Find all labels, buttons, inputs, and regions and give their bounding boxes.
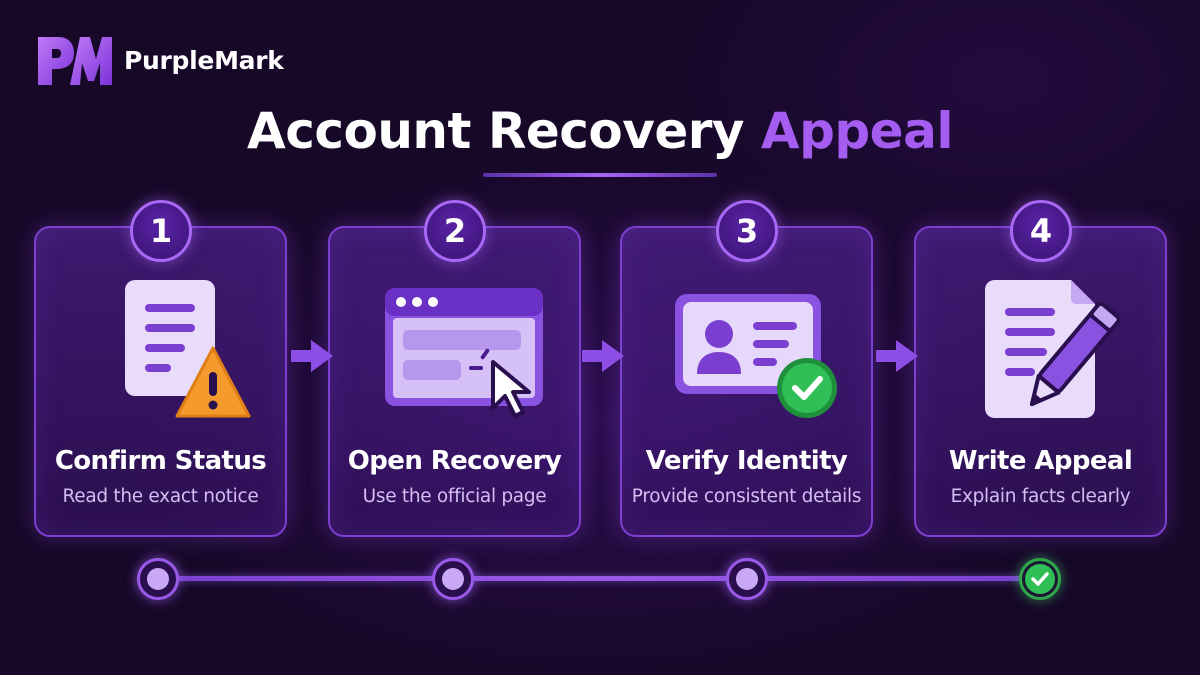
step-card-1: Confirm Status Read the exact notice [34,226,287,537]
step-title: Confirm Status [54,446,267,476]
step-card-3: Verify Identity Provide consistent detai… [620,226,873,537]
step-number-badge: 3 [716,200,778,262]
step-subtitle: Explain facts clearly [950,486,1131,507]
arrow-right-icon [291,340,333,372]
arrow-right-icon [582,340,624,372]
progress-dot-2 [432,558,474,600]
brand-name: PurpleMark [124,45,284,75]
step-number-badge: 4 [1010,200,1072,262]
browser-cursor-icon [384,288,543,418]
step-subtitle: Read the exact notice [62,486,259,507]
page-title: Account Recovery Appeal [0,96,1200,166]
check-icon [1025,564,1055,594]
step-card-2: Open Recovery Use the official page [328,226,581,537]
step-card-4: Write Appeal Explain facts clearly [914,226,1167,537]
arrow-right-icon [876,340,918,372]
step-subtitle: Use the official page [362,486,547,507]
progress-dot-fill [442,568,464,590]
title-accent: Appeal [760,102,954,160]
step-title: Open Recovery [347,446,562,476]
progress-dot-3 [726,558,768,600]
id-card-check-icon [674,294,837,418]
progress-dot-4 [1019,558,1061,600]
brand: PurpleMark [34,33,284,87]
document-pencil-icon [984,280,1121,418]
step-title: Write Appeal [948,446,1133,476]
progress-dot-fill [736,568,758,590]
progress-dot-1 [137,558,179,600]
step-subtitle: Provide consistent details [631,486,862,507]
step-title: Verify Identity [645,446,848,476]
pm-monogram-icon [38,37,112,85]
progress-dot-fill [147,568,169,590]
progress-track [158,576,1041,581]
title-underline [483,173,717,177]
title-main: Account Recovery [247,102,744,160]
document-warning-icon [124,280,250,418]
step-number-badge: 1 [130,200,192,262]
step-number-badge: 2 [424,200,486,262]
